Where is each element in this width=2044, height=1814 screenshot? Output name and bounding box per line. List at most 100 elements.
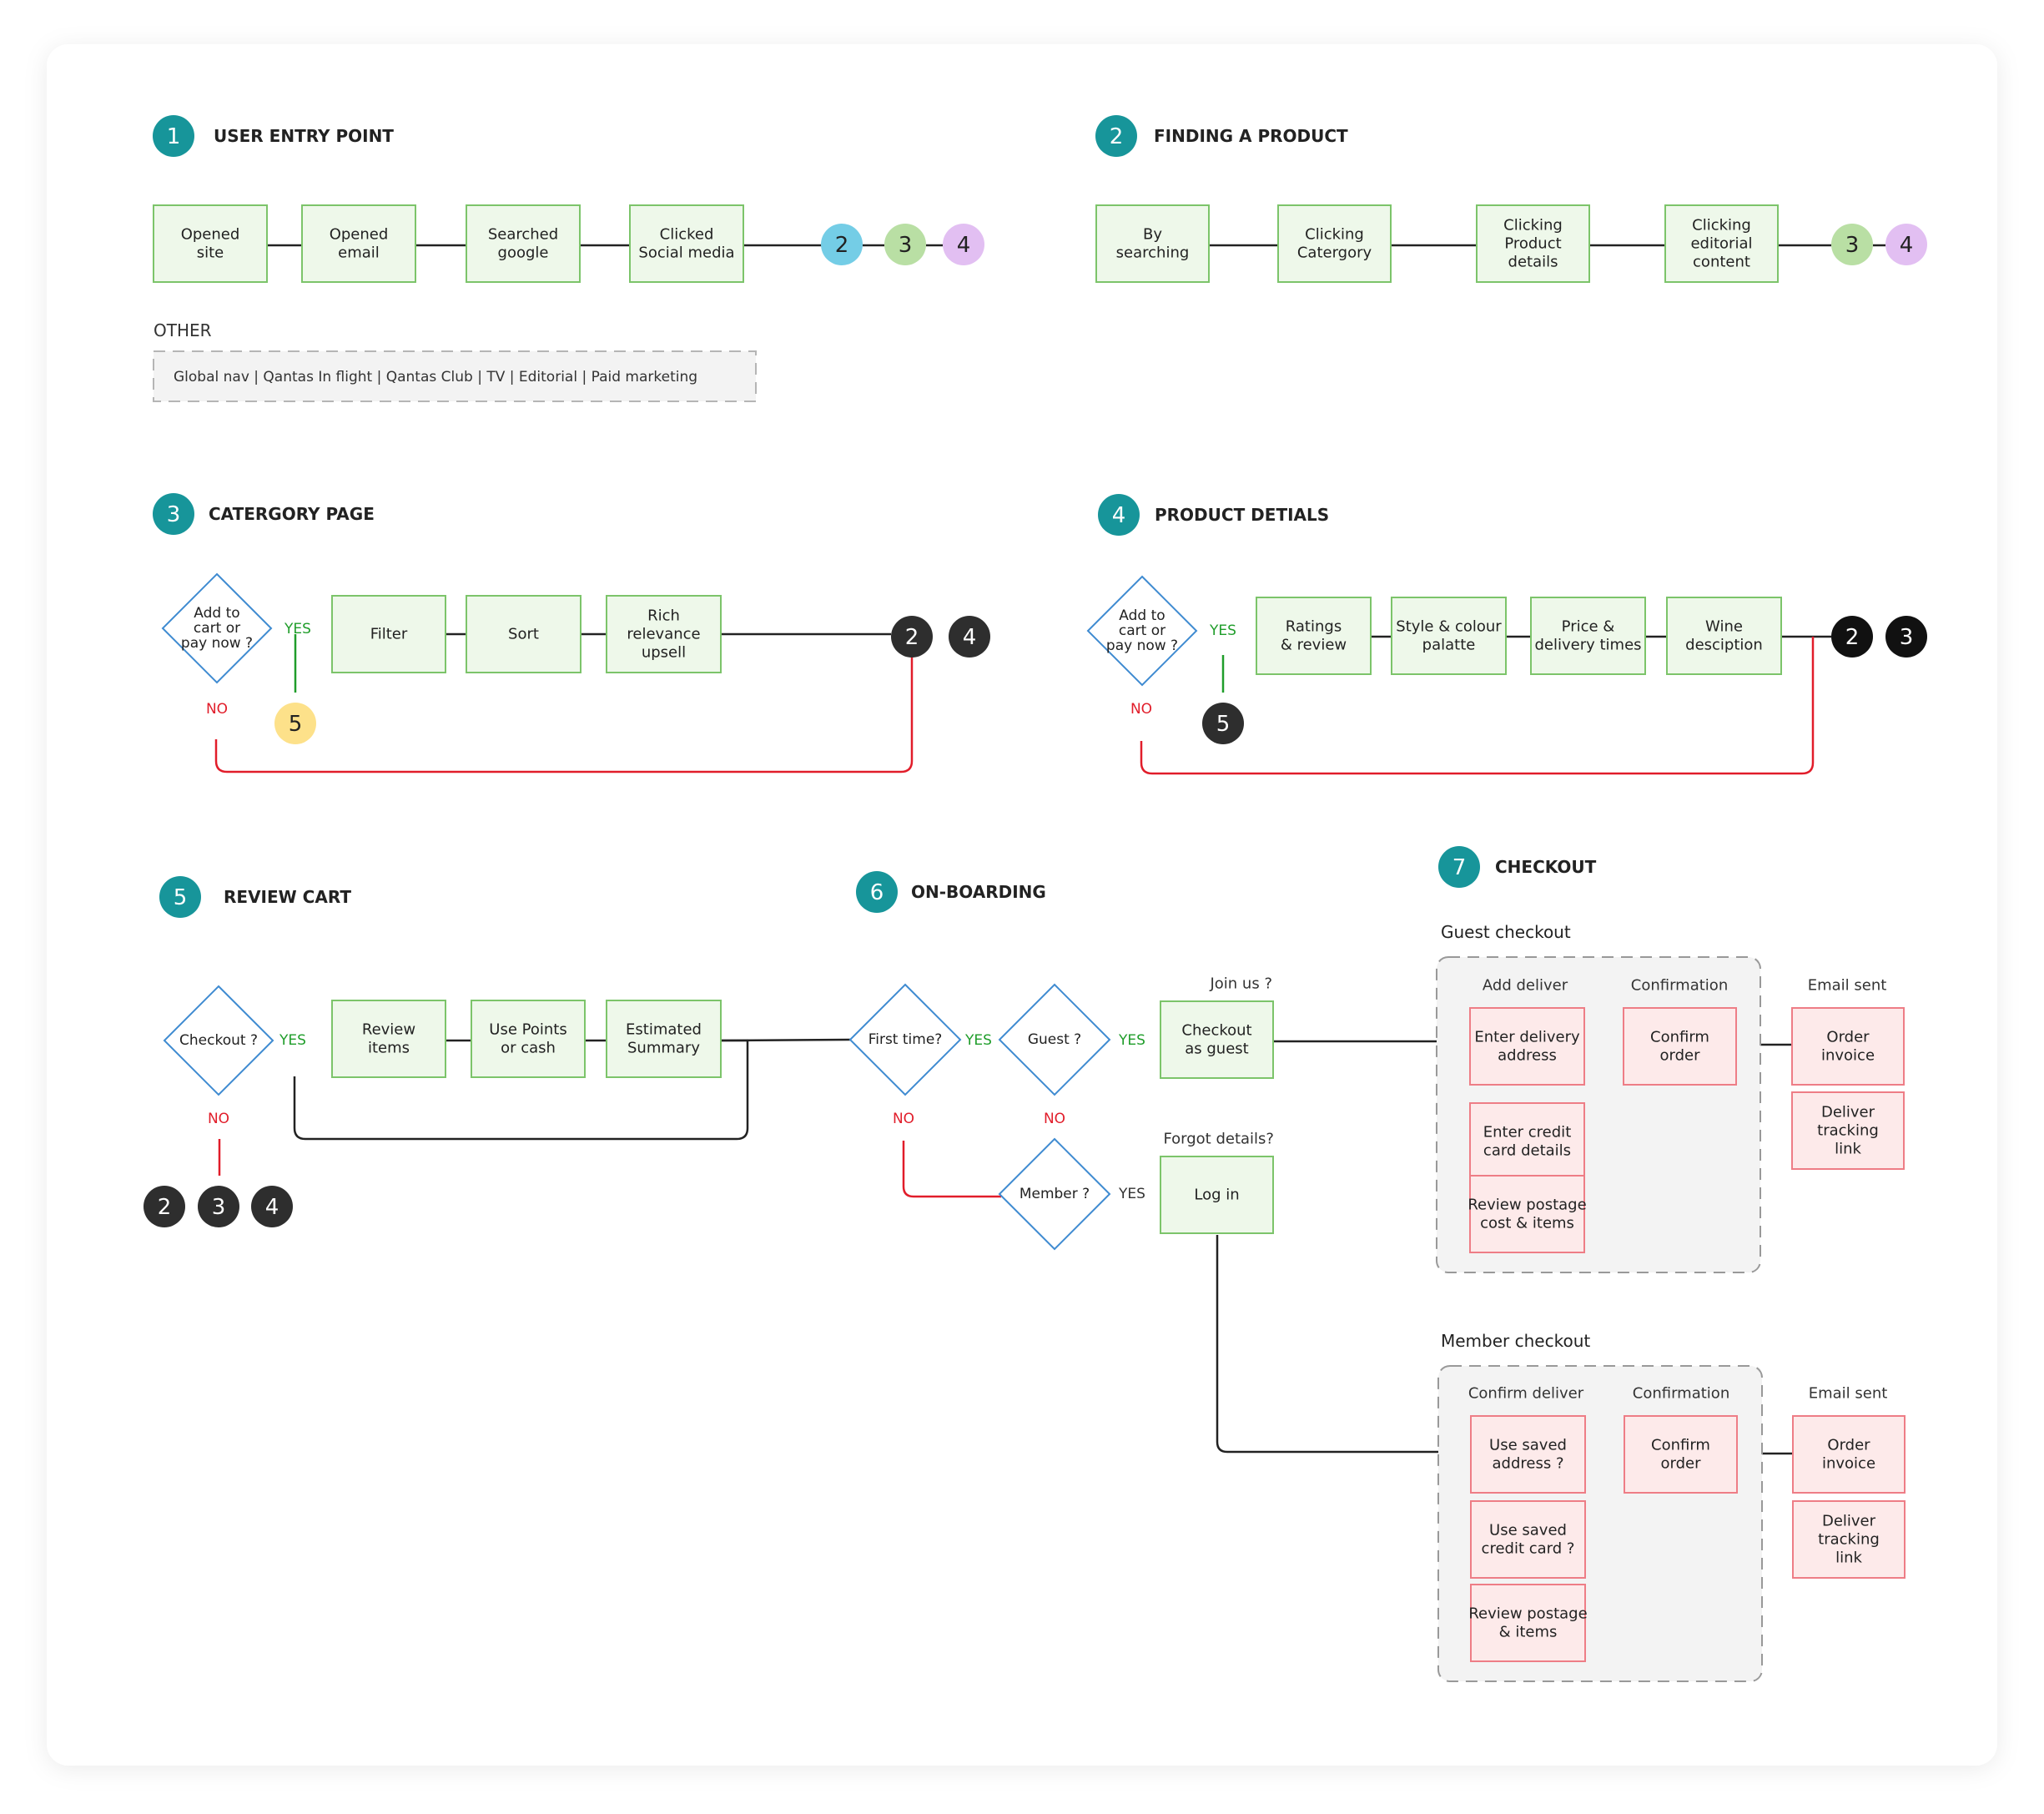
entry-node[interactable] [629, 204, 744, 283]
confirm-order-node[interactable] [1624, 1415, 1738, 1494]
link-circle-4[interactable] [949, 616, 990, 658]
link-circle-4[interactable] [943, 224, 984, 265]
review-postage-node[interactable] [1469, 1175, 1585, 1253]
ratings-node-label: & review [1281, 637, 1347, 654]
checkout-as-guest-node[interactable] [1160, 1000, 1274, 1079]
decision-checkout[interactable] [163, 985, 274, 1096]
decision-add-to-cart-label: pay now ? [181, 635, 253, 652]
link-circle-3[interactable] [1885, 616, 1927, 658]
confirm-order-node[interactable] [1623, 1007, 1737, 1086]
order-invoice-node[interactable] [1792, 1415, 1906, 1494]
decision-add-to-cart-label: Add to [1119, 607, 1165, 624]
decision-add-to-cart[interactable] [1086, 575, 1198, 687]
section-number: 7 [1452, 855, 1467, 880]
estimated-summary-node-label: Summary [627, 1040, 700, 1057]
sort-node[interactable] [466, 595, 581, 673]
enter-delivery-node-label: Enter delivery [1474, 1029, 1580, 1046]
log-in-node-label: Log in [1194, 1187, 1239, 1204]
link-circle-2[interactable] [1831, 616, 1873, 658]
entry-node-label: Social media [638, 244, 734, 262]
enter-delivery-node[interactable] [1469, 1007, 1585, 1086]
entry-node-label: Opened [330, 226, 389, 244]
finding-node-label: content [1693, 254, 1750, 271]
finding-node-label: Clicking [1503, 217, 1563, 234]
section-number: 2 [1110, 124, 1124, 149]
decision-add-to-cart-label: pay now ? [1106, 637, 1178, 654]
order-invoice-node[interactable] [1791, 1007, 1905, 1086]
decision-add-to-cart[interactable] [161, 572, 273, 684]
finding-node[interactable] [1476, 204, 1590, 283]
guest-checkout-title: Guest checkout [1441, 922, 1571, 942]
link-circle-5[interactable] [1202, 703, 1244, 744]
link-circle-3[interactable] [198, 1186, 239, 1227]
decision-member[interactable] [998, 1137, 1111, 1251]
decision-guest[interactable] [998, 983, 1111, 1096]
section-number-badge [1098, 494, 1140, 536]
link-circle-2[interactable] [891, 616, 933, 658]
link-circle-5[interactable] [274, 703, 316, 744]
style-node[interactable] [1391, 597, 1507, 675]
forgot-details-label: Forgot details? [1163, 1131, 1274, 1148]
link-circle-4[interactable] [1885, 224, 1927, 265]
section-title: ON-BOARDING [911, 882, 1046, 902]
connector-line [720, 1038, 853, 1042]
finding-node[interactable] [1664, 204, 1779, 283]
points-cash-node[interactable] [471, 1000, 586, 1078]
points-cash-node-label: Use Points [489, 1021, 566, 1039]
log-in-node[interactable] [1160, 1156, 1274, 1234]
review-postage-node[interactable] [1470, 1584, 1586, 1662]
decision-add-to-cart-label: cart or [194, 620, 240, 637]
tracking-link-node[interactable] [1792, 1500, 1906, 1579]
finding-node-label: details [1508, 254, 1558, 271]
tracking-link-node[interactable] [1791, 1091, 1905, 1170]
link-circle-2[interactable] [821, 224, 863, 265]
finding-node-label: editorial [1690, 235, 1752, 253]
other-channels-list: Global nav | Qantas In flight | Qantas C… [174, 369, 697, 385]
upsell-node[interactable] [606, 595, 722, 673]
entry-node-label: Searched [488, 226, 558, 244]
link-circle-3[interactable] [884, 224, 926, 265]
section-number: 1 [167, 124, 181, 149]
order-invoice-node-label: Order [1827, 1437, 1870, 1454]
decision-first-time[interactable] [848, 983, 962, 1096]
link-circle-2[interactable] [143, 1186, 185, 1227]
section-number: 6 [870, 880, 884, 905]
link-circle-3[interactable] [1831, 224, 1873, 265]
entry-node[interactable] [466, 204, 581, 283]
saved-card-node[interactable] [1470, 1500, 1586, 1579]
saved-card-node-label: credit card ? [1482, 1540, 1575, 1558]
entry-node[interactable] [301, 204, 416, 283]
yes-label: YES [1118, 1186, 1145, 1202]
estimated-summary-node[interactable] [606, 1000, 722, 1078]
enter-card-node[interactable] [1469, 1102, 1585, 1181]
section-number-badge [159, 876, 201, 918]
column-label: Add deliver [1483, 977, 1568, 995]
entry-node[interactable] [153, 204, 268, 283]
filter-node[interactable] [331, 595, 446, 673]
review-postage-node-label: Review postage [1468, 1197, 1586, 1214]
tracking-link-node-label: Deliver [1821, 1104, 1875, 1121]
order-invoice-node-label: invoice [1821, 1047, 1875, 1065]
review-postage-node-label: Review postage [1468, 1605, 1587, 1623]
yes-label: YES [279, 1032, 306, 1049]
column-label: Confirmation [1631, 977, 1728, 995]
order-invoice-node-label: invoice [1822, 1455, 1875, 1473]
review-items-node[interactable] [331, 1000, 446, 1078]
tracking-link-node-label: Deliver [1822, 1513, 1876, 1530]
wine-node[interactable] [1666, 597, 1782, 675]
finding-node[interactable] [1277, 204, 1392, 283]
finding-node-label: Product [1504, 235, 1561, 253]
finding-node-label: Clicking [1692, 217, 1751, 234]
link-circle-4[interactable] [251, 1186, 293, 1227]
ratings-node[interactable] [1256, 597, 1372, 675]
entry-node-label: site [197, 244, 224, 262]
section-number-badge [1095, 115, 1137, 157]
saved-address-node-label: address ? [1493, 1455, 1564, 1473]
finding-node-label: By [1143, 226, 1162, 244]
saved-address-node[interactable] [1470, 1415, 1586, 1494]
link-circle-3-number: 3 [1900, 625, 1914, 650]
price-node[interactable] [1530, 597, 1646, 675]
no-path-product [1140, 637, 1815, 775]
finding-node[interactable] [1095, 204, 1210, 283]
